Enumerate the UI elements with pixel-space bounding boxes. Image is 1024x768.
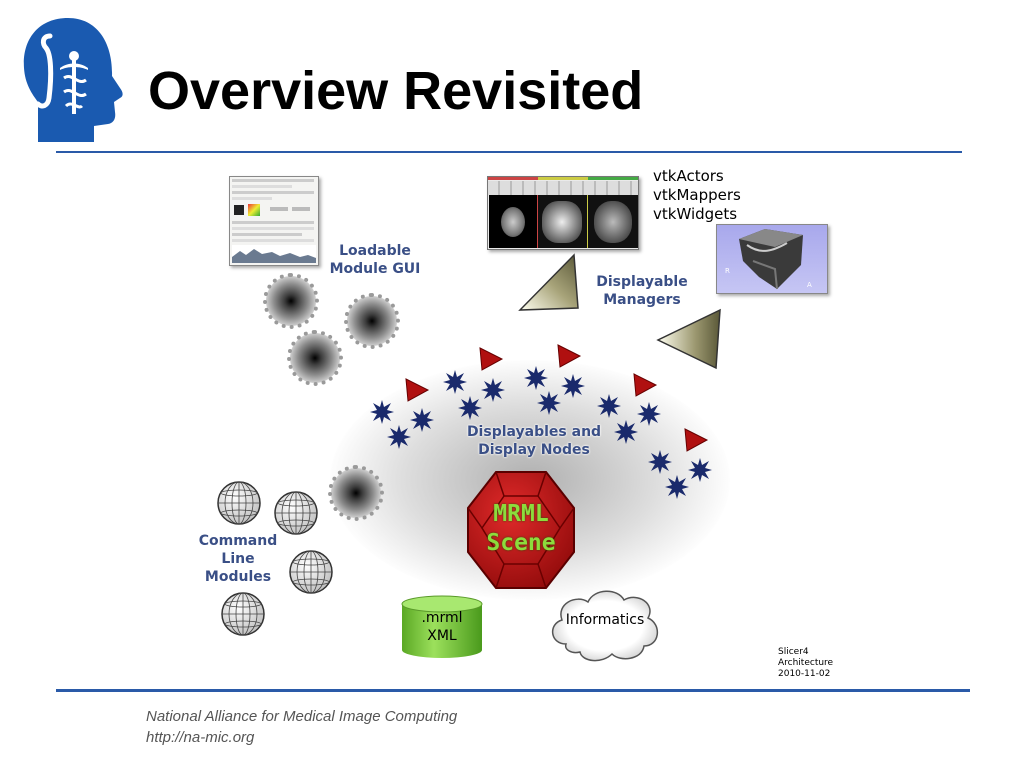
loadable-module-gui-line-2: Module GUI: [329, 261, 421, 277]
wire-sphere-icon: [221, 592, 265, 636]
triangle-marker-icon: [405, 378, 430, 402]
displayable-managers-line-1: Displayable: [596, 274, 688, 290]
mrml-scene-line-2: Scene: [486, 530, 556, 556]
version-note: Slicer4 Architecture 2010-11-02: [778, 647, 833, 680]
command-line-modules-line-1: Command: [198, 533, 278, 549]
wire-sphere-icon: [217, 481, 261, 525]
cylinder-icon: [401, 595, 483, 658]
footer-divider: [56, 689, 970, 692]
vtk-mappers-label: vtkMappers: [653, 186, 741, 204]
svg-text:R: R: [725, 267, 730, 275]
star-node-icon: [665, 475, 689, 499]
star-node-icon: [597, 394, 621, 418]
svg-text:A: A: [807, 281, 812, 289]
loadable-module-gui-label: Loadable Module GUI: [322, 242, 428, 278]
star-node-icon: [524, 366, 548, 390]
slice-viewer-thumbnail: [487, 176, 639, 250]
star-node-icon: [410, 408, 434, 432]
star-node-icon: [637, 402, 661, 426]
star-node-icon: [387, 425, 411, 449]
command-line-modules-line-2: Line: [221, 551, 255, 567]
footer-organization: National Alliance for Medical Image Comp…: [146, 708, 458, 725]
version-note-line-3: 2010-11-02: [778, 669, 831, 679]
displayables-line-1: Displayables and: [466, 424, 602, 440]
triangle-marker-icon: [479, 347, 504, 371]
mrml-file-line-1: .mrml: [421, 610, 463, 626]
command-line-modules-label: Command Line Modules: [190, 532, 286, 586]
footer-url: http://na-mic.org: [146, 729, 255, 746]
triangle-marker-icon: [557, 344, 582, 368]
gear-icon: [328, 465, 384, 521]
star-node-icon: [614, 420, 638, 444]
vtk-widgets-label: vtkWidgets: [653, 205, 738, 223]
mrml-scene-label: MRML Scene: [464, 500, 578, 558]
star-node-icon: [688, 458, 712, 482]
title-divider: [56, 151, 962, 153]
triangle-marker-icon: [633, 373, 658, 397]
loadable-module-gui-line-1: Loadable: [339, 243, 411, 259]
gear-icon: [263, 273, 319, 329]
star-node-icon: [537, 391, 561, 415]
mrml-scene-line-1: MRML: [493, 501, 549, 527]
version-note-line-2: Architecture: [778, 658, 834, 668]
mrml-file-line-2: XML: [427, 628, 457, 644]
star-node-icon: [443, 370, 467, 394]
displayables-label: Displayables and Display Nodes: [460, 423, 608, 459]
mrml-scene-node: [467, 471, 575, 589]
vtk-actors-label: vtkActors: [653, 167, 724, 185]
displayables-line-2: Display Nodes: [478, 442, 590, 458]
module-gui-panel: [229, 176, 319, 266]
wire-sphere-icon: [289, 550, 333, 594]
gear-icon: [344, 293, 400, 349]
star-node-icon: [458, 396, 482, 420]
star-node-icon: [370, 400, 394, 424]
command-line-modules-line-3: Modules: [204, 569, 272, 585]
star-node-icon: [648, 450, 672, 474]
gear-icon: [287, 330, 343, 386]
star-node-icon: [481, 378, 505, 402]
3d-view-thumbnail: R A: [716, 224, 828, 294]
displayable-managers-line-2: Managers: [603, 292, 681, 308]
vtk-list: vtkActors vtkMappers vtkWidgets: [653, 167, 741, 224]
slicer-head-logo: [23, 18, 123, 142]
wire-sphere-icon: [274, 491, 318, 535]
cloud-icon: [552, 590, 658, 662]
pyramid-icon: [518, 253, 579, 311]
informatics-label: Informatics: [565, 612, 645, 628]
version-note-line-1: Slicer4: [778, 647, 809, 657]
mrml-file-label: .mrml XML: [400, 609, 484, 645]
triangle-marker-icon: [684, 428, 709, 452]
star-node-icon: [561, 374, 585, 398]
slide-title: Overview Revisited: [148, 61, 644, 121]
pyramid-icon: [656, 308, 721, 370]
displayable-managers-label: Displayable Managers: [590, 273, 694, 309]
